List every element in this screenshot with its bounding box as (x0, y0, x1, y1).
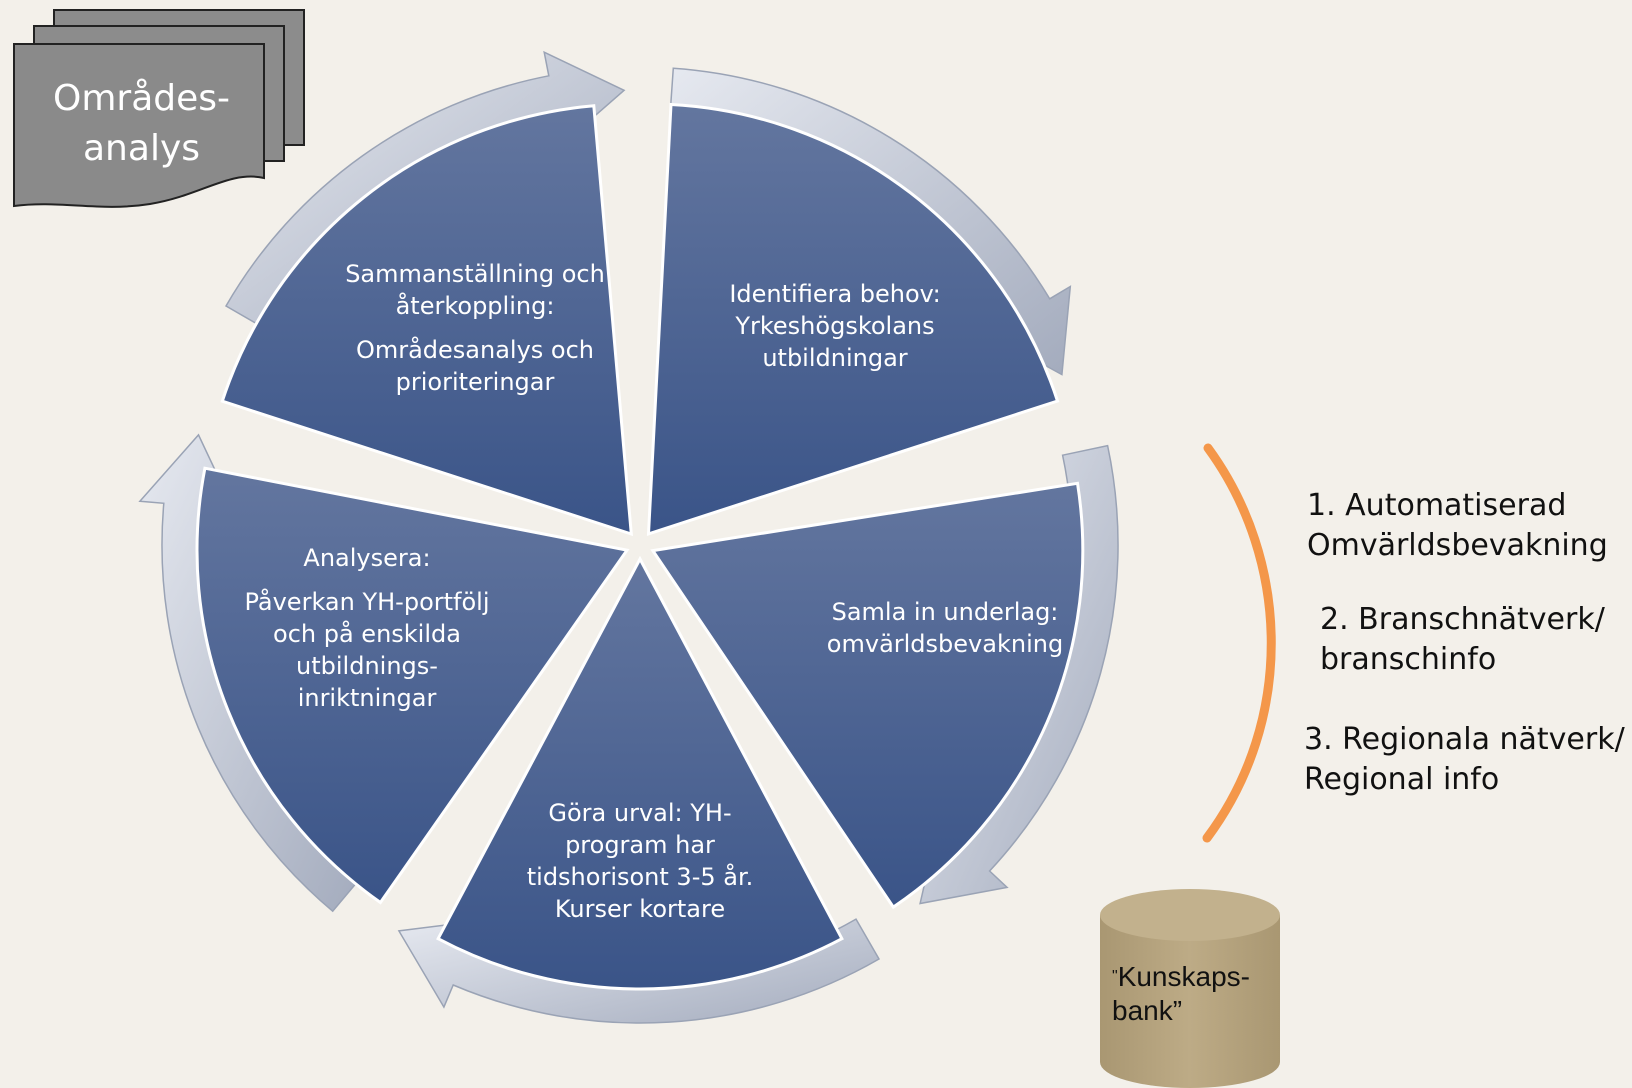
source-item-1: 1. Automatiserad Omvärldsbevakning (1307, 486, 1608, 566)
segment-line: program har (565, 831, 715, 859)
documents-stack-icon (13, 9, 305, 208)
segment-title: Analysera: (303, 544, 431, 572)
source-item-line: 3. Regionala nätverk/ (1304, 722, 1625, 757)
segment-identifiera (646, 102, 1060, 537)
documents-label: Områdes- analys (14, 74, 269, 174)
knowledge-bank-label: "Kunskaps- bank” (1112, 960, 1272, 1028)
source-item-line: Omvärldsbevakning (1307, 528, 1608, 563)
segment-line: Yrkeshögskolans (735, 312, 935, 340)
segment-analysera-label: Analysera: Påverkan YH-portfölj och på e… (232, 542, 502, 714)
segment-identifiera-label: Identifiera behov: Yrkeshögskolans utbil… (700, 278, 970, 374)
source-item-3: 3. Regionala nätverk/ Regional info (1304, 720, 1625, 800)
knowledge-bank-line2: bank” (1112, 995, 1183, 1026)
segment-gora-urval-label: Göra urval: YH- program har tidshorisont… (510, 797, 770, 925)
segment-line: Identifiera behov: (729, 280, 941, 308)
segment-title: återkoppling: (395, 292, 555, 320)
segment-line: och på enskilda (273, 620, 461, 648)
segment-line: utbildningar (762, 344, 908, 372)
database-cylinder-icon (1100, 889, 1280, 1088)
orange-bracket (1202, 443, 1276, 843)
source-item-line: branschinfo (1320, 642, 1497, 677)
segment-line: Göra urval: YH- (548, 799, 732, 827)
segment-line: Kurser kortare (554, 895, 726, 923)
segment-gora-urval (436, 555, 844, 991)
documents-label-line1: Områdes- (52, 78, 230, 119)
segment-line: utbildnings- (296, 652, 438, 680)
segment-line: tidshorisont 3-5 år. (526, 863, 754, 891)
cycle-segments (195, 102, 1085, 991)
segment-samla-label: Samla in underlag: omvärldsbevakning (810, 596, 1080, 660)
source-item-line: Regional info (1304, 762, 1500, 797)
documents-label-line2: analys (83, 128, 200, 169)
source-item-line: 2. Branschnätverk/ (1320, 602, 1605, 637)
segment-sammanstallning-label: Sammanställning och återkoppling: Område… (335, 258, 615, 398)
source-item-line: 1. Automatiserad (1307, 488, 1567, 523)
source-item-2: 2. Branschnätverk/ branschinfo (1320, 600, 1605, 680)
knowledge-bank-line1: Kunskaps- (1117, 961, 1250, 992)
segment-line: Samla in underlag: (831, 598, 1059, 626)
segment-line: Områdesanalys och (355, 336, 595, 364)
segment-samla (650, 481, 1085, 910)
open-quote: " (1112, 968, 1118, 985)
segment-analysera (195, 466, 630, 905)
segment-line: prioriteringar (395, 368, 555, 396)
segment-line: omvärldsbevakning (826, 630, 1064, 658)
segment-line: Påverkan YH-portfölj (244, 588, 490, 616)
segment-line: inriktningar (297, 684, 437, 712)
segment-title: Sammanställning och (345, 260, 605, 288)
segment-sammanstallning (220, 104, 633, 537)
